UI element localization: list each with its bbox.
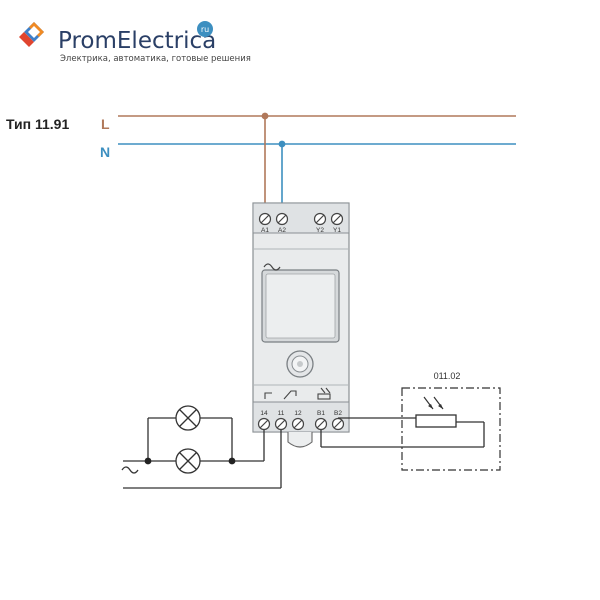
terminal-label-a2: A2 (278, 227, 286, 234)
terminal-a2 (275, 212, 289, 226)
din-clip (287, 432, 313, 448)
sensor-enclosure (401, 387, 501, 471)
terminal-label-14: 14 (260, 410, 268, 417)
terminal-label-b2: B2 (334, 410, 342, 417)
brand-badge (197, 21, 213, 37)
contact-symbol-icon (264, 390, 297, 400)
terminal-11 (274, 417, 288, 431)
load-circuit (123, 417, 282, 489)
brand-badge-text: ru (201, 25, 209, 34)
junction-load-right (228, 457, 236, 465)
ac-symbol-icon (263, 263, 281, 271)
terminal-b2 (331, 417, 345, 431)
terminal-b1 (314, 417, 328, 431)
terminal-label-a1: A1 (261, 227, 269, 234)
sensor-model-label: 011.02 (434, 371, 461, 381)
terminal-a1 (258, 212, 272, 226)
lamp-icon (175, 405, 201, 431)
brand-tagline: Электрика, автоматика, готовые решения (60, 54, 251, 64)
line-n-label: N (100, 144, 110, 160)
sensor-symbol-icon (317, 387, 331, 400)
terminal-y2 (313, 212, 327, 226)
terminal-label-b1: B1 (317, 410, 325, 417)
line-l-label: L (101, 116, 110, 132)
terminal-label-y1: Y1 (333, 227, 341, 234)
terminal-label-12: 12 (294, 410, 302, 417)
lamp-icon (175, 448, 201, 474)
bottom-terminals: 14 11 12 B1 B2 (257, 410, 345, 431)
terminal-12 (291, 417, 305, 431)
adjust-knob-icon (286, 350, 314, 378)
brand-logo: PromElectrica ru Электрика, автоматика, … (19, 21, 251, 64)
terminal-14 (257, 417, 271, 431)
type-label: Тип 11.91 (6, 116, 69, 132)
brand-name: PromElectrica (58, 28, 216, 54)
terminal-label-11: 11 (278, 410, 285, 417)
relay-device (252, 202, 350, 433)
junction-load-left (144, 457, 152, 465)
logo-mark-icon (19, 22, 44, 47)
top-terminals: A1 A2 Y2 Y1 (258, 212, 344, 234)
ac-source-icon (121, 466, 139, 474)
light-sensor-icon (415, 396, 457, 428)
terminal-label-y2: Y2 (316, 227, 324, 234)
terminal-y1 (330, 212, 344, 226)
